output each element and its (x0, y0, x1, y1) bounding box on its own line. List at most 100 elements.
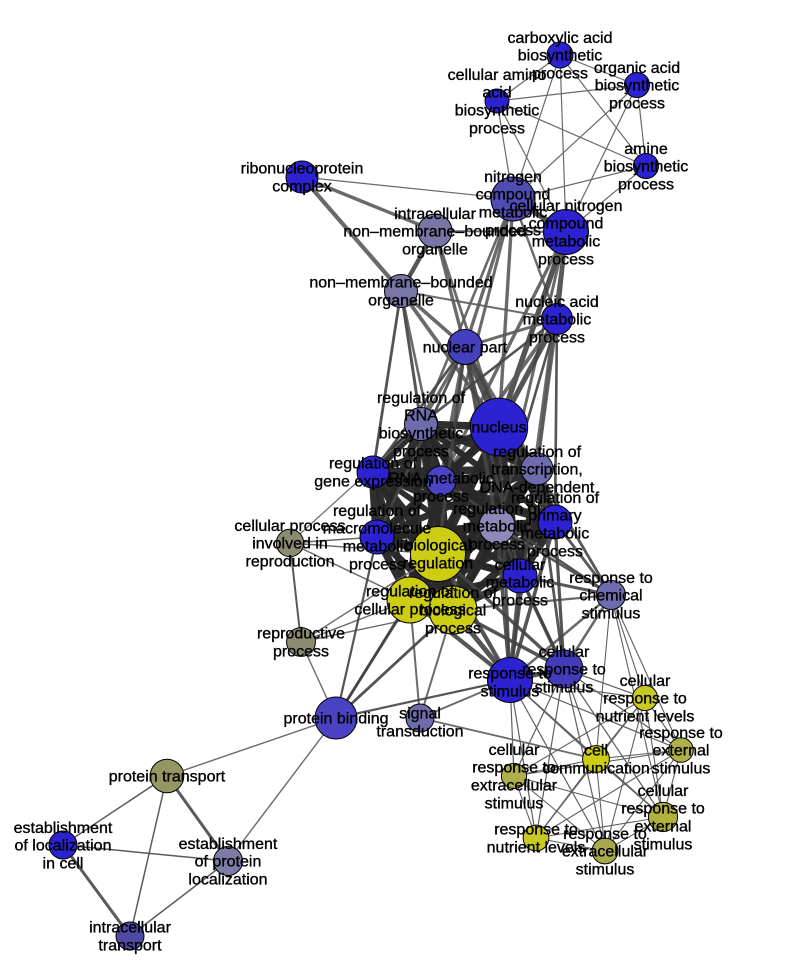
svg-text:biosynthetic: biosynthetic (518, 48, 603, 65)
svg-text:acid: acid (482, 85, 511, 102)
svg-text:regulation of: regulation of (511, 490, 600, 507)
svg-text:process: process (492, 592, 548, 609)
svg-text:transcription,: transcription, (491, 462, 583, 479)
svg-text:response to: response to (569, 570, 653, 587)
svg-text:metabolic: metabolic (343, 539, 411, 556)
svg-text:compound: compound (529, 216, 604, 233)
svg-text:chemical: chemical (579, 588, 642, 605)
svg-text:extracellular: extracellular (471, 778, 558, 795)
svg-text:process: process (469, 120, 525, 137)
svg-text:metabolic: metabolic (521, 526, 589, 543)
svg-text:macromolecule: macromolecule (323, 521, 432, 538)
svg-text:regulation of: regulation of (333, 503, 422, 520)
svg-text:cellular nitrogen: cellular nitrogen (510, 198, 623, 215)
svg-text:of localization: of localization (15, 838, 112, 855)
svg-text:process: process (532, 65, 588, 82)
svg-text:regulation: regulation (403, 556, 473, 573)
svg-text:transport: transport (98, 938, 162, 955)
svg-text:gene expression: gene expression (314, 474, 431, 491)
svg-text:cellular process: cellular process (234, 518, 345, 535)
svg-text:organelle: organelle (402, 241, 468, 258)
svg-text:process: process (349, 556, 405, 573)
svg-text:biological: biological (405, 538, 472, 555)
svg-text:process: process (618, 176, 674, 193)
svg-text:in cell: in cell (43, 855, 84, 872)
svg-text:RNA: RNA (404, 408, 438, 425)
svg-text:regulation of: regulation of (493, 444, 582, 461)
svg-text:carboxylic acid: carboxylic acid (508, 30, 613, 47)
svg-text:cell: cell (584, 743, 608, 760)
svg-text:non–membrane–bounded: non–membrane–bounded (309, 275, 492, 292)
svg-text:cellular: cellular (539, 644, 590, 661)
svg-text:response to: response to (468, 666, 552, 683)
svg-text:process: process (527, 543, 583, 560)
svg-text:process: process (529, 329, 585, 346)
svg-text:DNA-dependent: DNA-dependent (480, 479, 595, 496)
svg-text:reproduction: reproduction (246, 553, 335, 570)
svg-text:cellular: cellular (638, 783, 689, 800)
svg-text:process: process (609, 95, 665, 112)
svg-text:metabolic: metabolic (463, 519, 531, 536)
svg-text:nucleus: nucleus (471, 420, 526, 437)
svg-text:amine: amine (624, 141, 668, 158)
svg-text:regulation of: regulation of (453, 501, 542, 518)
svg-text:stimulus: stimulus (576, 861, 635, 878)
svg-text:stimulus: stimulus (582, 605, 641, 622)
svg-text:biosynthetic: biosynthetic (595, 78, 680, 95)
svg-text:process: process (425, 620, 481, 637)
svg-text:establishment: establishment (14, 820, 113, 837)
svg-text:intracellular: intracellular (89, 920, 171, 937)
svg-text:metabolic: metabolic (479, 205, 547, 222)
svg-text:response to: response to (494, 822, 578, 839)
svg-text:complex: complex (272, 179, 332, 196)
svg-text:nucleic acid: nucleic acid (515, 294, 599, 311)
svg-text:process: process (485, 222, 541, 239)
svg-text:extracellular: extracellular (562, 844, 649, 861)
svg-text:stimulus: stimulus (652, 760, 711, 777)
svg-text:intracellular: intracellular (394, 206, 476, 223)
svg-text:regulation of: regulation of (366, 584, 455, 601)
svg-text:metabolic: metabolic (523, 312, 591, 329)
svg-text:protein binding: protein binding (284, 711, 389, 728)
svg-text:stimulus: stimulus (485, 795, 544, 812)
svg-text:nutrient levels: nutrient levels (487, 840, 586, 857)
svg-text:process: process (538, 251, 594, 268)
svg-text:external: external (635, 819, 692, 836)
svg-text:nuclear part: nuclear part (423, 340, 508, 357)
svg-text:biological: biological (420, 603, 487, 620)
svg-text:reproductive: reproductive (257, 626, 345, 643)
svg-text:cellular process: cellular process (354, 602, 465, 619)
svg-text:organelle: organelle (368, 293, 434, 310)
svg-text:biosynthetic: biosynthetic (379, 426, 464, 443)
svg-text:biosynthetic: biosynthetic (604, 159, 689, 176)
svg-text:cellular: cellular (489, 742, 540, 759)
svg-text:cellular: cellular (620, 673, 671, 690)
svg-text:stimulus: stimulus (481, 684, 540, 701)
svg-text:regulation of: regulation of (329, 456, 418, 473)
svg-text:regulation of: regulation of (409, 585, 498, 602)
svg-text:organic acid: organic acid (594, 60, 680, 77)
svg-text:metabolic: metabolic (532, 234, 600, 251)
svg-text:process: process (273, 644, 329, 661)
svg-text:stimulus: stimulus (535, 679, 594, 696)
svg-text:non–membrane–bounded: non–membrane–bounded (343, 224, 526, 241)
svg-text:establishment: establishment (179, 836, 278, 853)
svg-text:primary: primary (528, 508, 581, 525)
svg-text:response to: response to (639, 725, 723, 742)
svg-text:nitrogen: nitrogen (484, 169, 542, 186)
svg-text:of protein: of protein (195, 854, 262, 871)
svg-text:stimulus: stimulus (634, 836, 693, 853)
svg-text:process: process (413, 489, 469, 506)
svg-text:response to: response to (603, 691, 687, 708)
svg-text:cellular amino: cellular amino (448, 67, 547, 84)
svg-text:communication: communication (542, 761, 650, 778)
svg-text:regulation of: regulation of (377, 390, 466, 407)
svg-text:response to: response to (621, 801, 705, 818)
svg-text:process: process (469, 536, 525, 553)
svg-text:compound: compound (476, 187, 551, 204)
svg-text:localization: localization (188, 871, 267, 888)
svg-text:response to: response to (522, 662, 606, 679)
svg-text:biosynthetic: biosynthetic (455, 103, 540, 120)
svg-text:RNA metabolic: RNA metabolic (388, 471, 494, 488)
svg-text:involved in: involved in (252, 536, 328, 553)
